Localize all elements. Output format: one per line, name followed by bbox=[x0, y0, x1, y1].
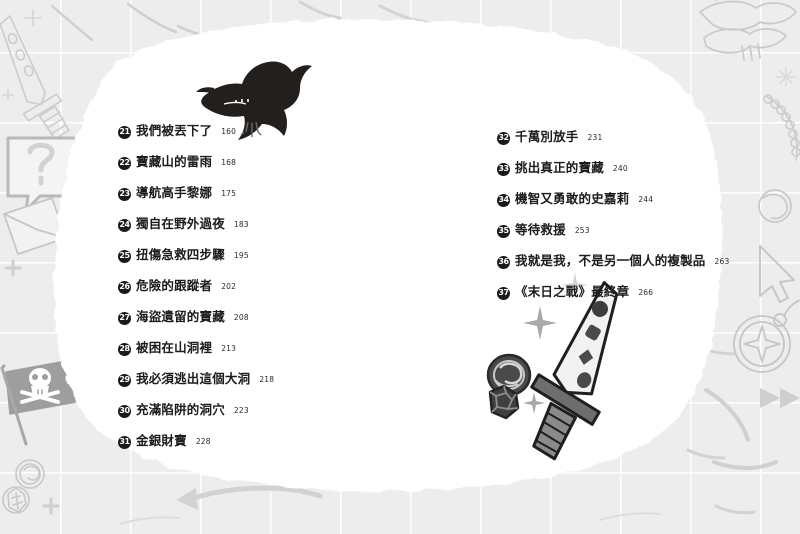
chapter-title: 導航高手黎娜 bbox=[136, 185, 213, 200]
mouse-cursor-doodle bbox=[759, 245, 795, 303]
toc-entry[interactable]: 25 扭傷急救四步驟 195 bbox=[118, 244, 274, 264]
chapter-title: 扭傷急救四步驟 bbox=[136, 247, 225, 262]
chapter-page-number: 266 bbox=[638, 288, 654, 297]
chapter-number-badge: 25 bbox=[118, 249, 131, 263]
chapter-number-badge: 21 bbox=[118, 125, 131, 139]
compass-doodle bbox=[733, 299, 800, 373]
pirate-flag-doodle bbox=[0, 359, 77, 446]
toc-entry[interactable]: 31 金銀財寶 228 bbox=[118, 430, 274, 450]
chapter-page-number: 202 bbox=[221, 282, 237, 291]
chapter-title: 我就是我，不是另一個人的複製品 bbox=[515, 253, 706, 268]
toc-entry[interactable]: 28 被困在山洞裡 213 bbox=[118, 337, 274, 357]
chapter-title: 機智又勇敢的史嘉莉 bbox=[515, 191, 630, 206]
chapter-page-number: 263 bbox=[714, 257, 730, 266]
stray-stroke-doodle bbox=[119, 512, 661, 525]
birds-outline-doodle bbox=[699, 0, 797, 61]
curved-arrow-doodle bbox=[185, 485, 323, 503]
chapter-page-number: 183 bbox=[233, 220, 249, 229]
toc-entry[interactable]: 34 機智又勇敢的史嘉莉 244 bbox=[497, 188, 729, 208]
arrow-head-doodle bbox=[176, 488, 198, 510]
toc-entry[interactable]: 36 我就是我，不是另一個人的複製品 263 bbox=[497, 250, 729, 270]
chapter-page-number: 244 bbox=[638, 195, 654, 204]
toc-left-column: 21 我們被丟下了 160 22 寶藏山的雷雨 168 23 導航高手黎娜 17… bbox=[118, 120, 274, 461]
arrow-head-doodle bbox=[760, 388, 800, 408]
curved-arrow-doodle bbox=[704, 388, 778, 470]
toc-entry[interactable]: 24 獨自在野外過夜 183 bbox=[118, 213, 274, 233]
chapter-page-number: 175 bbox=[221, 189, 237, 198]
chapter-number-badge: 35 bbox=[497, 224, 510, 238]
envelope-doodle bbox=[3, 197, 67, 255]
chapter-page-number: 240 bbox=[612, 164, 628, 173]
toc-entry[interactable]: 23 導航高手黎娜 175 bbox=[118, 182, 274, 202]
toc-right-column: 32 千萬別放手 231 33 挑出真正的寶藏 240 34 機智又勇敢的史嘉莉… bbox=[497, 126, 729, 312]
gemstone-doodle bbox=[758, 189, 792, 223]
chapter-title: 充滿陷阱的洞穴 bbox=[136, 402, 225, 417]
chapter-page-number: 160 bbox=[221, 127, 237, 136]
toc-entry[interactable]: 27 海盜遺留的寶藏 208 bbox=[118, 306, 274, 326]
chapter-title: 金銀財寶 bbox=[136, 433, 187, 448]
toc-entry[interactable]: 35 等待救援 253 bbox=[497, 219, 729, 239]
chapter-number-badge: 28 bbox=[118, 342, 131, 356]
chapter-title: 我必須逃出這個大洞 bbox=[136, 371, 251, 386]
chapter-page-number: 228 bbox=[195, 437, 211, 446]
toc-entry[interactable]: 26 危險的跟蹤者 202 bbox=[118, 275, 274, 295]
chapter-title: 《末日之戰》最終章 bbox=[515, 284, 630, 299]
chapter-number-badge: 31 bbox=[118, 435, 131, 449]
chapter-number-badge: 22 bbox=[118, 156, 131, 170]
toc-entry[interactable]: 22 寶藏山的雷雨 168 bbox=[118, 151, 274, 171]
chapter-number-badge: 33 bbox=[497, 162, 510, 176]
chapter-page-number: 208 bbox=[233, 313, 249, 322]
chapter-number-badge: 32 bbox=[497, 131, 510, 145]
toc-entry[interactable]: 30 充滿陷阱的洞穴 223 bbox=[118, 399, 274, 419]
chapter-title: 危險的跟蹤者 bbox=[136, 278, 213, 293]
chapter-title: 挑出真正的寶藏 bbox=[515, 160, 604, 175]
pearl-necklace-doodle bbox=[763, 94, 800, 161]
chapter-page-number: 253 bbox=[574, 226, 590, 235]
chapter-page-number: 195 bbox=[233, 251, 249, 260]
toc-entry[interactable]: 32 千萬別放手 231 bbox=[497, 126, 729, 146]
chapter-title: 我們被丟下了 bbox=[136, 123, 213, 138]
toc-entry[interactable]: 29 我必須逃出這個大洞 218 bbox=[118, 368, 274, 388]
sparkle-icon bbox=[776, 67, 796, 87]
chapter-number-badge: 26 bbox=[118, 280, 131, 294]
chapter-page-number: 231 bbox=[587, 133, 603, 142]
chapter-number-badge: 30 bbox=[118, 404, 131, 418]
chapter-title: 被困在山洞裡 bbox=[136, 340, 213, 355]
chapter-number-badge: 36 bbox=[497, 255, 510, 269]
chapter-title: 寶藏山的雷雨 bbox=[136, 154, 213, 169]
chapter-number-badge: 23 bbox=[118, 187, 131, 201]
toc-entry[interactable]: 33 挑出真正的寶藏 240 bbox=[497, 157, 729, 177]
chapter-number-badge: 24 bbox=[118, 218, 131, 232]
small-coins-doodle bbox=[2, 459, 45, 514]
plus-mark-doodle bbox=[4, 259, 60, 515]
skull-crossbones-icon bbox=[20, 368, 60, 404]
chapter-number-badge: 34 bbox=[497, 193, 510, 207]
chapter-title: 海盜遺留的寶藏 bbox=[136, 309, 225, 324]
chapter-page-number: 223 bbox=[233, 406, 249, 415]
chapter-number-badge: 27 bbox=[118, 311, 131, 325]
chapter-page-number: 218 bbox=[259, 375, 275, 384]
chapter-number-badge: 37 bbox=[497, 286, 510, 300]
chapter-title: 獨自在野外過夜 bbox=[136, 216, 225, 231]
chapter-page-number: 213 bbox=[221, 344, 237, 353]
sword-outline-doodle bbox=[0, 15, 70, 140]
toc-entry[interactable]: 37 《末日之戰》最終章 266 bbox=[497, 281, 729, 301]
chapter-title: 等待救援 bbox=[515, 222, 566, 237]
chapter-number-badge: 29 bbox=[118, 373, 131, 387]
chapter-title: 千萬別放手 bbox=[515, 129, 579, 144]
chapter-page-number: 168 bbox=[221, 158, 237, 167]
toc-entry[interactable]: 21 我們被丟下了 160 bbox=[118, 120, 274, 140]
sparkle-icon bbox=[2, 9, 42, 101]
